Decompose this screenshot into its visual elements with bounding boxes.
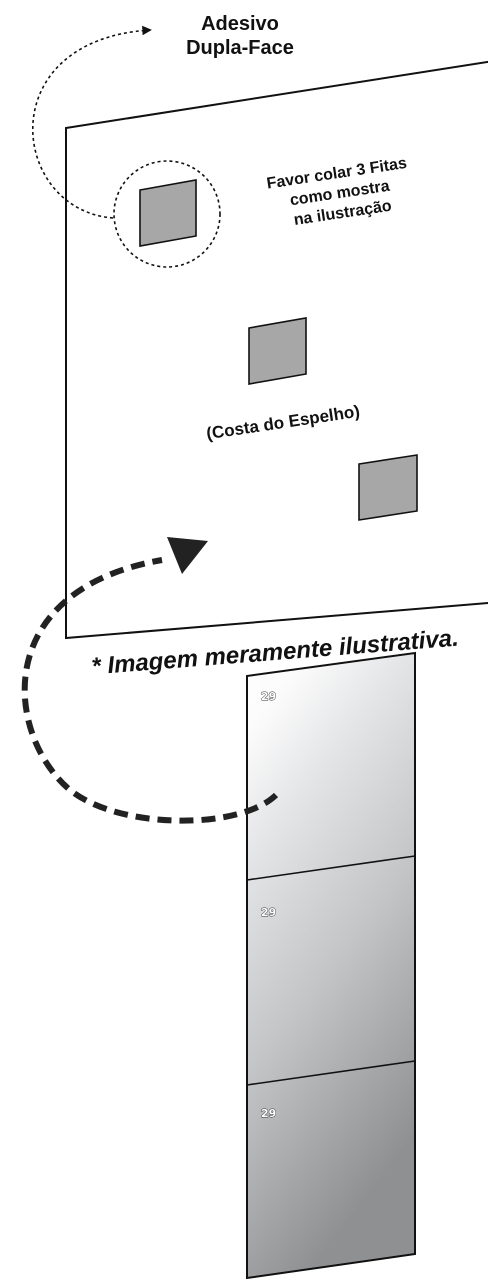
tape-pointer-arrow bbox=[31, 25, 152, 219]
tape-square-top-left bbox=[139, 179, 197, 247]
application-arrowhead bbox=[167, 537, 208, 574]
tape-strip: 29 29 29 bbox=[246, 651, 416, 1280]
tape-strip-divider-1 bbox=[246, 855, 416, 881]
tape-strip-body bbox=[246, 651, 416, 1280]
segment-badge-2: 29 bbox=[261, 906, 276, 919]
segment-badge-3: 29 bbox=[261, 1107, 276, 1120]
tape-title-line1: Adesivo bbox=[201, 13, 279, 35]
tape-strip-divider-2 bbox=[246, 1060, 416, 1086]
segment-badge-1: 29 bbox=[261, 690, 276, 703]
highlight-circle bbox=[113, 160, 221, 268]
tape-square-bottom-right bbox=[358, 454, 418, 521]
tape-title-line2: Dupla-Face bbox=[186, 37, 294, 59]
tape-square-center bbox=[248, 317, 307, 385]
application-arrow bbox=[21, 557, 279, 824]
